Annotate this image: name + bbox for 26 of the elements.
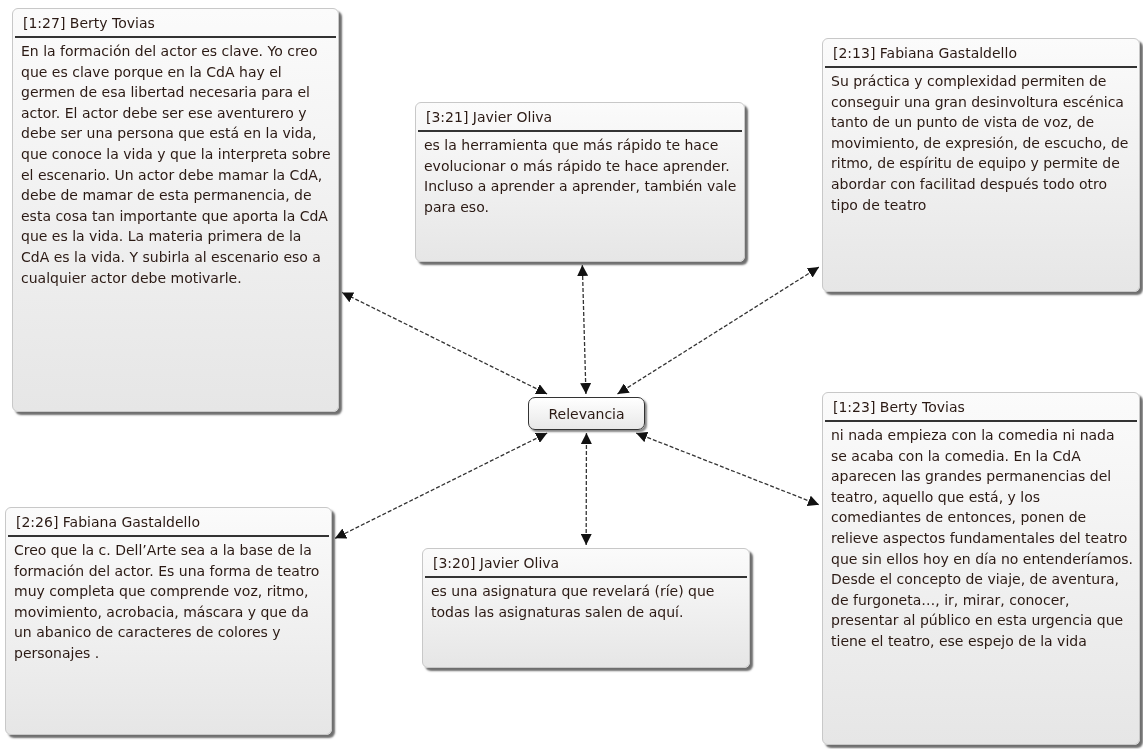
quote-source: [2:13] Fabiana Gastaldello (825, 39, 1137, 68)
quote-text: es la herramienta que más rápido te hace evolucionar o más rápido te hace aprender. Incluso a aprender a aprender, también vale para eso. (423, 136, 738, 217)
quote-card (12, 8, 339, 412)
connector-arrow (577, 264, 592, 395)
quote-card (422, 548, 750, 668)
quote-card (5, 507, 332, 735)
quote-source: [1:23] Berty Tovias (825, 393, 1137, 422)
quote-text: Creo que la c. Dell’Arte sea a la base de la formación del actor. Es una forma de teatro muy completa que comprende voz, ritmo, movimiento, acrobacia, máscara y que da un abanico de caracteres de colores y personajes . (13, 541, 321, 663)
quote-source: [3:20] Javier Oliva (425, 549, 747, 578)
quote-text: En la formación del actor es clave. Yo creo que es clave porque en la CdA hay el germen de esa libertad necesaria para el actor. El actor debe ser ese aventurero y debe ser una persona que está en la vida, que conoce la vida y que la interpreta sobre el escenario. Un actor debe mamar la CdA, debe de mamar de esta permanencia, de esta cosa tan importante que aporta la CdA que es la vida. La materia primera de la CdA es la vida. Y subirla al escenario eso a cualquier actor debe motivarle. (20, 42, 332, 288)
connector-arrow (616, 266, 820, 395)
quote-source: [1:27] Berty Tovias (15, 9, 336, 38)
connector-arrow (341, 291, 548, 395)
connector-arrow (635, 431, 820, 506)
quote-text: es una asignatura que revelará (ríe) que todas las asignaturas salen de aquí. (430, 582, 716, 622)
quote-source: [3:21] Javier Oliva (418, 103, 742, 132)
topic-box (528, 397, 645, 430)
quote-card (822, 38, 1140, 292)
topic-label: Relevancia (548, 405, 625, 422)
quote-card (415, 102, 745, 262)
connector-arrow (334, 432, 548, 539)
connector-arrow (580, 432, 592, 546)
quote-text: ni nada empieza con la comedia ni nada se acaba con la comedia. En la CdA aparecen las grandes permanencias del teatro, aquello que está, y los comediantes de entonces, ponen de relieve aspectos fundamentales del teatro que sin ellos hoy en día no entenderíamos. Desde el concepto de viaje, de aventura, de furgoneta…, ir, mirar, conocer, presentar al público en esta urgencia que tiene el teatro, ese espejo de la vida (830, 426, 1134, 651)
quote-card (822, 392, 1140, 745)
quote-text: Su práctica y complexidad permiten de conseguir una gran desinvoltura escénica tanto de un punto de vista de voz, de movimiento, de expresión, de escucho, de ritmo, de espíritu de equipo y permite de abordar con facilitad después todo otro tipo de teatro (830, 72, 1130, 215)
quote-source: [2:26] Fabiana Gastaldello (8, 508, 329, 537)
